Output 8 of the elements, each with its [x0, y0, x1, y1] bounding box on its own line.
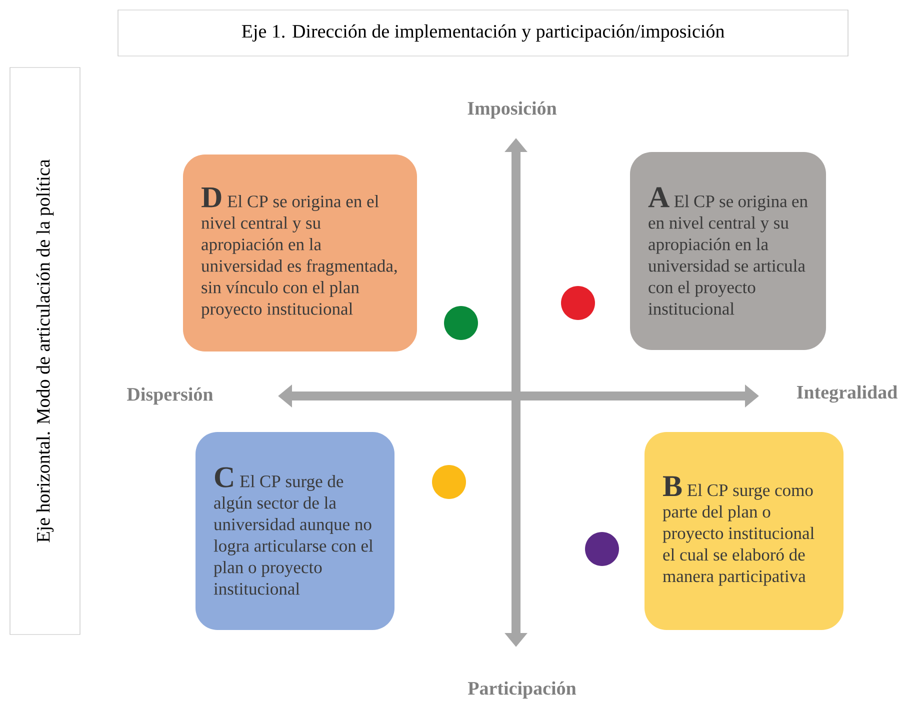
- axis-label: Dispersión: [127, 387, 213, 405]
- quadrant-box: C El CP surge de algún sector de la universidad aunque no logra articularse con el plan o proyecto institucional: [196, 432, 394, 630]
- axis-label: Participación: [468, 681, 576, 699]
- axis-title-box: Eje horizontal. Modo de articulación de la política: [10, 67, 80, 635]
- title-box: Eje 1. Dirección de implementación y participación/imposición: [118, 10, 848, 56]
- axis-label: Imposición: [468, 101, 557, 119]
- quadrant-box: D El CP se origina en el nivel central y su apropiación en la universidad es fragmentada, sin vínculo con el plan proyecto institucional: [183, 154, 417, 352]
- axis-label: Integralidad: [796, 385, 898, 403]
